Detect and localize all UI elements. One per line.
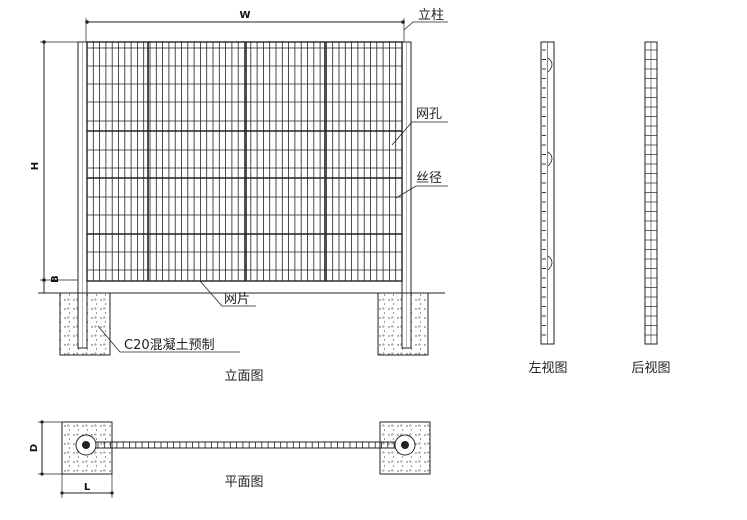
length-symbol: L [84, 482, 91, 493]
plan-view: D L 平面图 [29, 420, 431, 498]
width-symbol: W [239, 10, 250, 21]
gap-symbol: B [50, 275, 61, 283]
label-concrete: C20混凝土预制 [124, 337, 215, 353]
back-side-view: 后视图 [631, 41, 671, 376]
left-side-view: 左视图 [528, 41, 568, 376]
plan-view-title: 平面图 [224, 475, 263, 490]
front-view-title: 立面图 [224, 369, 263, 384]
front-view: W H B 立柱 网孔 丝径 网片 C20混凝土预制 立面图 [30, 8, 448, 384]
depth-symbol: D [29, 444, 40, 452]
label-wire-diameter: 丝径 [416, 171, 442, 186]
back-view-title: 后视图 [631, 361, 670, 376]
plan-mesh-panel [96, 441, 395, 449]
height-symbol: H [30, 162, 41, 170]
left-view-title: 左视图 [528, 361, 567, 376]
label-post: 立柱 [418, 8, 444, 23]
label-panel: 网片 [224, 292, 250, 307]
mesh-panel [86, 41, 403, 282]
width-dimension: W [85, 10, 405, 42]
height-dimension: H B [30, 40, 78, 293]
label-mesh-opening: 网孔 [416, 107, 442, 122]
